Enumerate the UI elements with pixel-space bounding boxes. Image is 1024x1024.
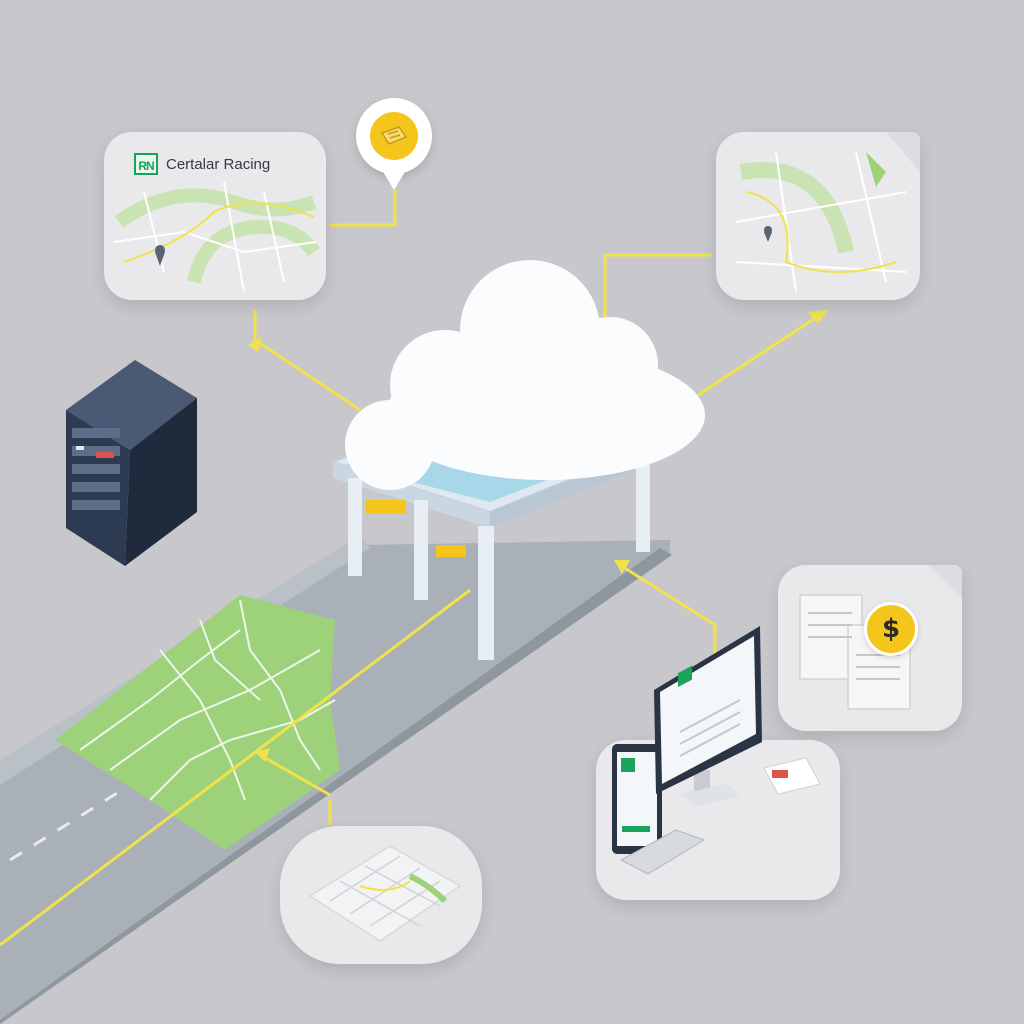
road-lower-edge [0,548,672,1024]
ticket-icon [370,112,418,160]
map-streets [79,599,336,801]
arrow-head-map [255,748,270,762]
track-map [735,132,920,293]
arrow-head-top-right [808,310,828,324]
city-map [308,845,462,942]
map-region [55,595,340,850]
route-map-card[interactable]: RN Certalar Racing [104,132,326,300]
arrow-head-gate [614,560,630,574]
brand-name: Certalar Racing [166,155,271,173]
arrow-head-left [248,337,262,352]
track-map-card[interactable] [716,132,920,300]
road-dashes [9,758,171,862]
tablet-icon [612,744,662,854]
city-map-card[interactable] [280,826,482,964]
route-map [113,181,320,293]
invoice-documents [799,565,962,710]
laptop-icon [619,829,706,875]
brand-logo: RN [134,153,158,175]
cloud-icon [345,260,705,490]
invoice-card[interactable] [778,565,962,731]
credit-card-icon [763,757,821,795]
server-rack-icon [66,360,197,566]
dollar-coin-icon[interactable]: $ [864,602,918,656]
map-pin-icon[interactable] [356,98,432,190]
desktop-monitor[interactable] [650,622,770,802]
brand-header: RN Certalar Racing [134,152,270,176]
